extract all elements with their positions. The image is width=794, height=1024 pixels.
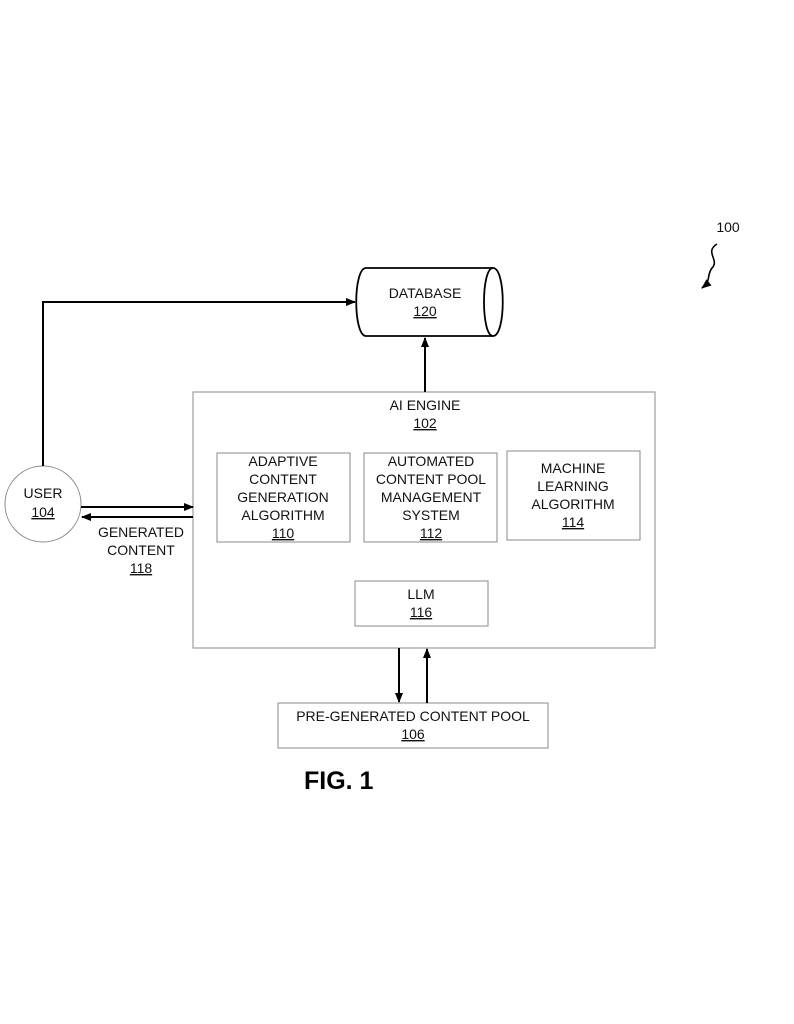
automated-line-3: MANAGEMENT — [381, 489, 482, 505]
database-ref: 120 — [413, 303, 437, 319]
machine-learning-box — [506, 450, 641, 541]
automated-content-pool-box — [363, 452, 498, 543]
adaptive-ref: 110 — [272, 525, 295, 541]
llm-box — [354, 580, 489, 627]
machine-line-2: LEARNING — [537, 478, 609, 494]
content-pool-title: PRE-GENERATED CONTENT POOL — [296, 708, 530, 724]
llm-ref: 116 — [410, 604, 433, 620]
adaptive-line-1: ADAPTIVE — [248, 453, 317, 469]
generated-content-line-2: CONTENT — [107, 542, 175, 558]
figure-label: FIG. 1 — [304, 767, 374, 795]
generated-content-ref: 118 — [130, 560, 153, 576]
adaptive-line-4: ALGORITHM — [241, 507, 324, 523]
generated-content-line-1: GENERATED — [98, 524, 184, 540]
user-title: USER — [24, 485, 63, 501]
database-node: DATABASE 120 — [355, 267, 504, 337]
automated-line-4: SYSTEM — [402, 507, 460, 523]
adaptive-line-2: CONTENT — [249, 471, 317, 487]
reference-squiggle-arrow — [701, 243, 718, 289]
user-to-database-arrow — [42, 298, 356, 466]
ai-engine-ref: 102 — [413, 415, 437, 431]
adaptive-line-3: GENERATION — [237, 489, 329, 505]
automated-ref: 112 — [420, 525, 443, 541]
reference-numeral-100: 100 — [716, 219, 740, 235]
machine-ref: 114 — [562, 514, 585, 530]
automated-line-2: CONTENT POOL — [376, 471, 486, 487]
adaptive-content-generation-box — [216, 452, 351, 543]
user-ref: 104 — [31, 504, 55, 520]
llm-title: LLM — [407, 586, 434, 602]
machine-line-3: ALGORITHM — [531, 496, 614, 512]
database-cylinder-body — [355, 267, 504, 337]
content-pool-ref: 106 — [401, 726, 425, 742]
automated-line-1: AUTOMATED — [388, 453, 475, 469]
database-title: DATABASE — [389, 285, 462, 301]
database-cylinder-face — [483, 267, 494, 337]
ai-engine-title: AI ENGINE — [390, 397, 461, 413]
content-pool-box — [277, 702, 549, 749]
machine-line-1: MACHINE — [541, 460, 606, 476]
